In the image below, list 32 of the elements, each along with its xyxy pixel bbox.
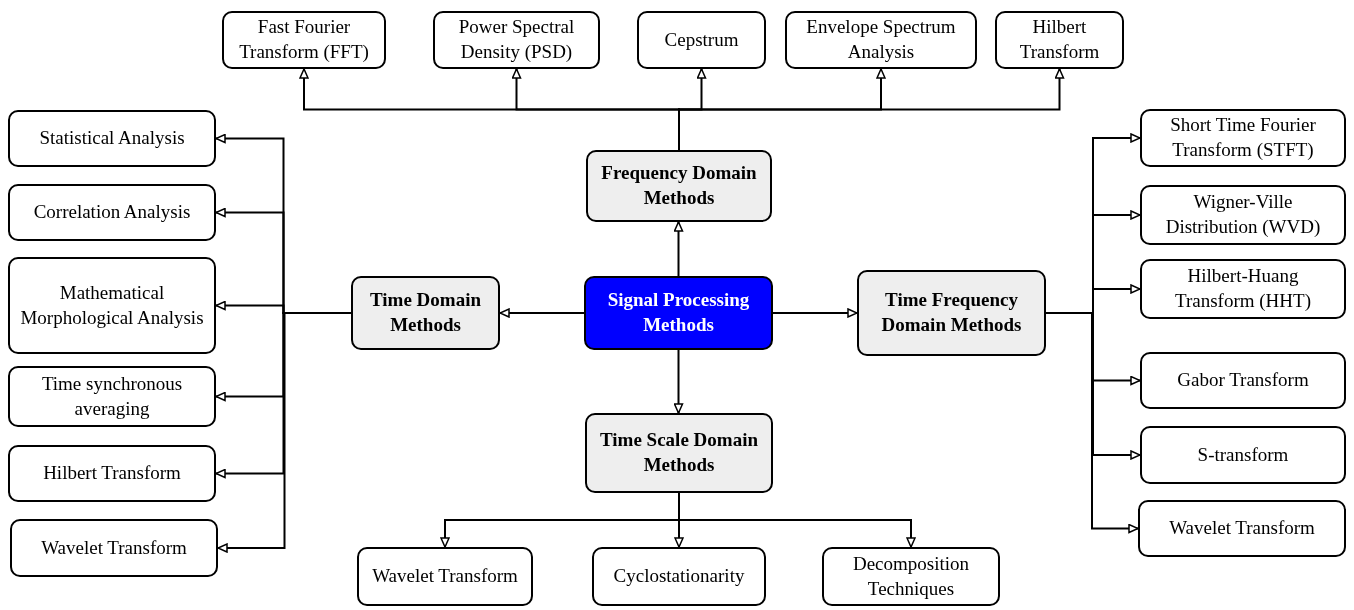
- method-box: Wigner-Ville Distribution (WVD): [1140, 185, 1346, 245]
- arrow: [499, 308, 585, 318]
- method-box: Decomposition Techniques: [822, 547, 1000, 606]
- method-box: Envelope Spectrum Analysis: [785, 11, 977, 69]
- method-box: Statistical Analysis: [8, 110, 216, 167]
- category-box: Time Frequency Domain Methods: [857, 270, 1046, 356]
- method-box: Wavelet Transform: [1138, 500, 1346, 557]
- category-box: Time Domain Methods: [351, 276, 500, 350]
- arrow: [772, 308, 858, 318]
- method-box: Cyclostationarity: [592, 547, 766, 606]
- root-method-box: Signal Processing Methods: [584, 276, 773, 350]
- category-box: Time Scale Domain Methods: [585, 413, 773, 493]
- method-box: Hilbert Transform: [995, 11, 1124, 69]
- method-box: Hilbert-Huang Transform (HHT): [1140, 259, 1346, 319]
- arrow: [1045, 312, 1139, 534]
- method-box: Gabor Transform: [1140, 352, 1346, 409]
- method-box: Time synchronous averaging: [8, 366, 216, 427]
- method-box: Mathematical Morphological Analysis: [8, 257, 216, 354]
- method-box: Cepstrum: [637, 11, 766, 69]
- method-box: Correlation Analysis: [8, 184, 216, 241]
- arrow: [678, 492, 916, 548]
- arrow: [673, 349, 684, 414]
- method-box: Wavelet Transform: [10, 519, 218, 577]
- method-box: Short Time Fourier Transform (STFT): [1140, 109, 1346, 167]
- method-box: Hilbert Transform: [8, 445, 216, 502]
- category-box: Frequency Domain Methods: [586, 150, 772, 222]
- method-box: Power Spectral Density (PSD): [433, 11, 600, 69]
- method-box: Wavelet Transform: [357, 547, 533, 606]
- arrow: [217, 312, 352, 553]
- arrow: [673, 221, 684, 277]
- method-box: S-transform: [1140, 426, 1346, 484]
- method-box: Fast Fourier Transform (FFT): [222, 11, 386, 69]
